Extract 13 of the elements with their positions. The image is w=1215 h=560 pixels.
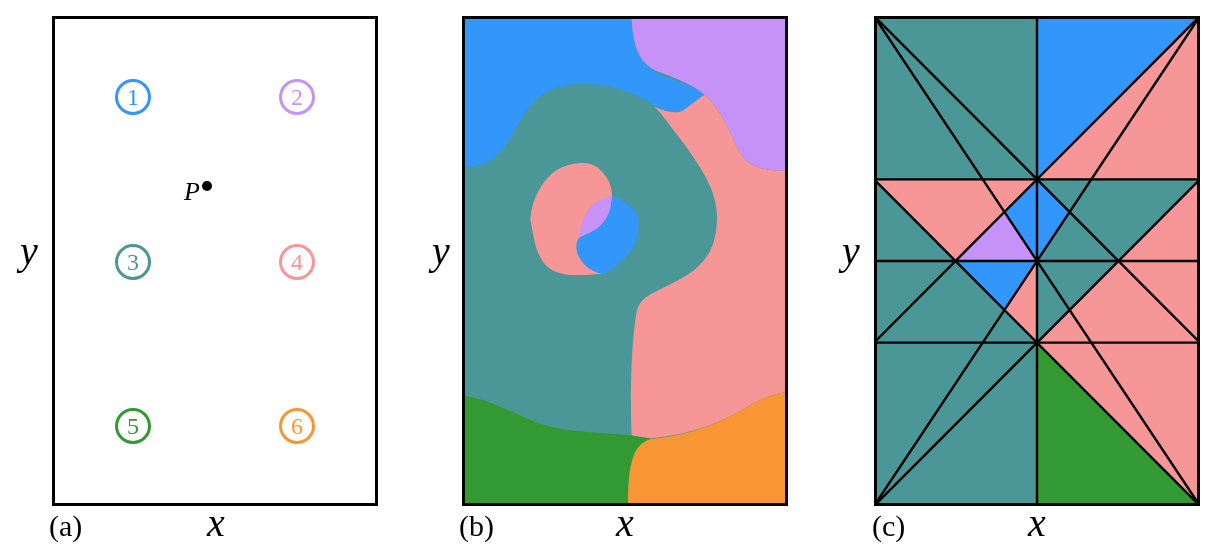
panel-label: (a) [49,510,83,541]
point-label: P [184,179,200,206]
axis-label: x [207,502,225,543]
axis-label: x [616,502,634,543]
numbered-circle: 5 [115,408,151,444]
numbered-circle: 3 [115,244,151,280]
numbered-circle: 6 [279,408,315,444]
numbered-circle: 1 [115,79,151,115]
axis-label: x [1028,502,1046,543]
numbered-circle: 4 [279,244,315,280]
numbered-circle: 2 [279,79,315,115]
panel-label: (b) [459,510,494,541]
panel-label: (c) [872,510,906,541]
